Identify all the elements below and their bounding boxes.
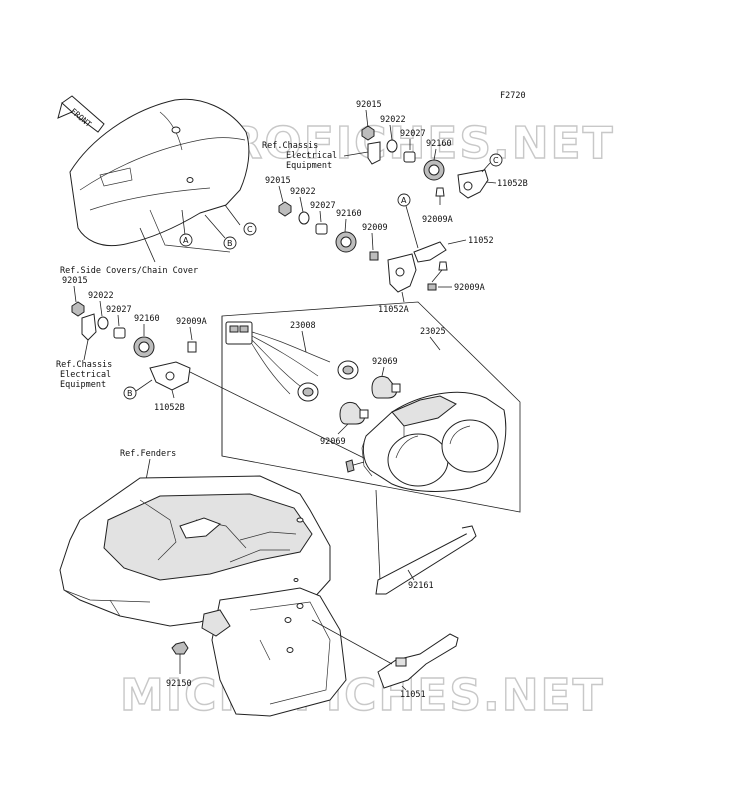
- callout-b-cowl-text: B: [227, 239, 233, 248]
- label-92009a-top: 92009A: [422, 215, 453, 225]
- callout-c-cowl: [243, 222, 257, 236]
- callout-a-mid: [397, 193, 411, 207]
- seat-cowl: [69, 98, 250, 253]
- hardware-mid: 92015 92022 92027 92160 92009 11052A A 1…: [265, 176, 494, 315]
- tail-lamp: [345, 391, 507, 492]
- callout-a-cowl: [179, 233, 193, 247]
- svg-text:Electrical: Electrical: [286, 151, 337, 161]
- ref-fenders: Ref.Fenders: [120, 449, 176, 459]
- callout-b-left: [123, 386, 137, 400]
- tail-lamp-assembly-box: [221, 301, 521, 513]
- label-92009a-mid: 92009A: [454, 283, 485, 293]
- callout-c-top: [489, 153, 503, 167]
- ref-side-covers: Ref.Side Covers/Chain Cover: [60, 266, 198, 276]
- label-92027-top: 92027: [400, 129, 426, 139]
- bracket-11051: 11051: [311, 619, 459, 700]
- svg-text:Equipment: Equipment: [286, 161, 332, 171]
- label-92160-left: 92160: [134, 314, 160, 324]
- figure-code: F2720: [500, 91, 526, 101]
- stay-92161: 92161: [375, 525, 477, 595]
- hardware-left: 92015 92022 92027 92160 92009A Ref.Chass…: [56, 276, 369, 461]
- label-92022-top: 92022: [380, 115, 406, 125]
- ref-chassis-top: Ref.Chassis Electrical Equipment: [262, 141, 381, 171]
- label-92022-left: 92022: [88, 291, 114, 301]
- label-11052b-top: 11052B: [497, 179, 528, 189]
- svg-text:Equipment: Equipment: [60, 380, 106, 390]
- watermark-bottom: MICROFICHES.NET: [120, 670, 605, 721]
- label-23008: 23008: [290, 321, 316, 331]
- label-92022-mid: 92022: [290, 187, 316, 197]
- label-11052: 11052: [468, 236, 494, 246]
- callout-c-top-text: C: [493, 156, 499, 165]
- label-92150: 92150: [166, 679, 192, 689]
- label-92160-mid: 92160: [336, 209, 362, 219]
- front-arrow-icon: FRONT: [57, 95, 105, 133]
- svg-text:Ref.Chassis: Ref.Chassis: [262, 141, 318, 151]
- svg-text:Ref.Chassis: Ref.Chassis: [56, 360, 112, 370]
- label-92015-mid: 92015: [265, 176, 291, 186]
- label-92069-a: 92069: [372, 357, 398, 367]
- hardware-top: 92015 92022 92027 92160 11052B C 92009A: [356, 100, 528, 225]
- label-92161: 92161: [408, 581, 434, 591]
- callout-c-cowl-text: C: [247, 225, 253, 234]
- label-92160-top: 92160: [426, 139, 452, 149]
- label-11052a: 11052A: [378, 305, 409, 315]
- callout-b-cowl: [223, 236, 237, 250]
- bolt-92150: 92150: [166, 641, 192, 689]
- label-23025: 23025: [420, 327, 446, 337]
- label-92015-top: 92015: [356, 100, 382, 110]
- wire-harness: 23008: [225, 321, 359, 402]
- bulbs: 92069 92069: [320, 357, 401, 447]
- callout-b-left-text: B: [127, 389, 133, 398]
- label-92069-b: 92069: [320, 437, 346, 447]
- label-11051: 11051: [400, 690, 426, 700]
- rear-fender: [59, 475, 347, 717]
- label-11052b-left: 11052B: [154, 403, 185, 413]
- label-92015-left: 92015: [62, 276, 88, 286]
- label-92027-mid: 92027: [310, 201, 336, 211]
- label-92009-mid: 92009: [362, 223, 388, 233]
- svg-text:Electrical: Electrical: [60, 370, 111, 380]
- label-92027-left: 92027: [106, 305, 132, 315]
- callout-a-mid-text: A: [401, 196, 407, 205]
- callout-a-cowl-text: A: [183, 236, 189, 245]
- label-92009a-left: 92009A: [176, 317, 207, 327]
